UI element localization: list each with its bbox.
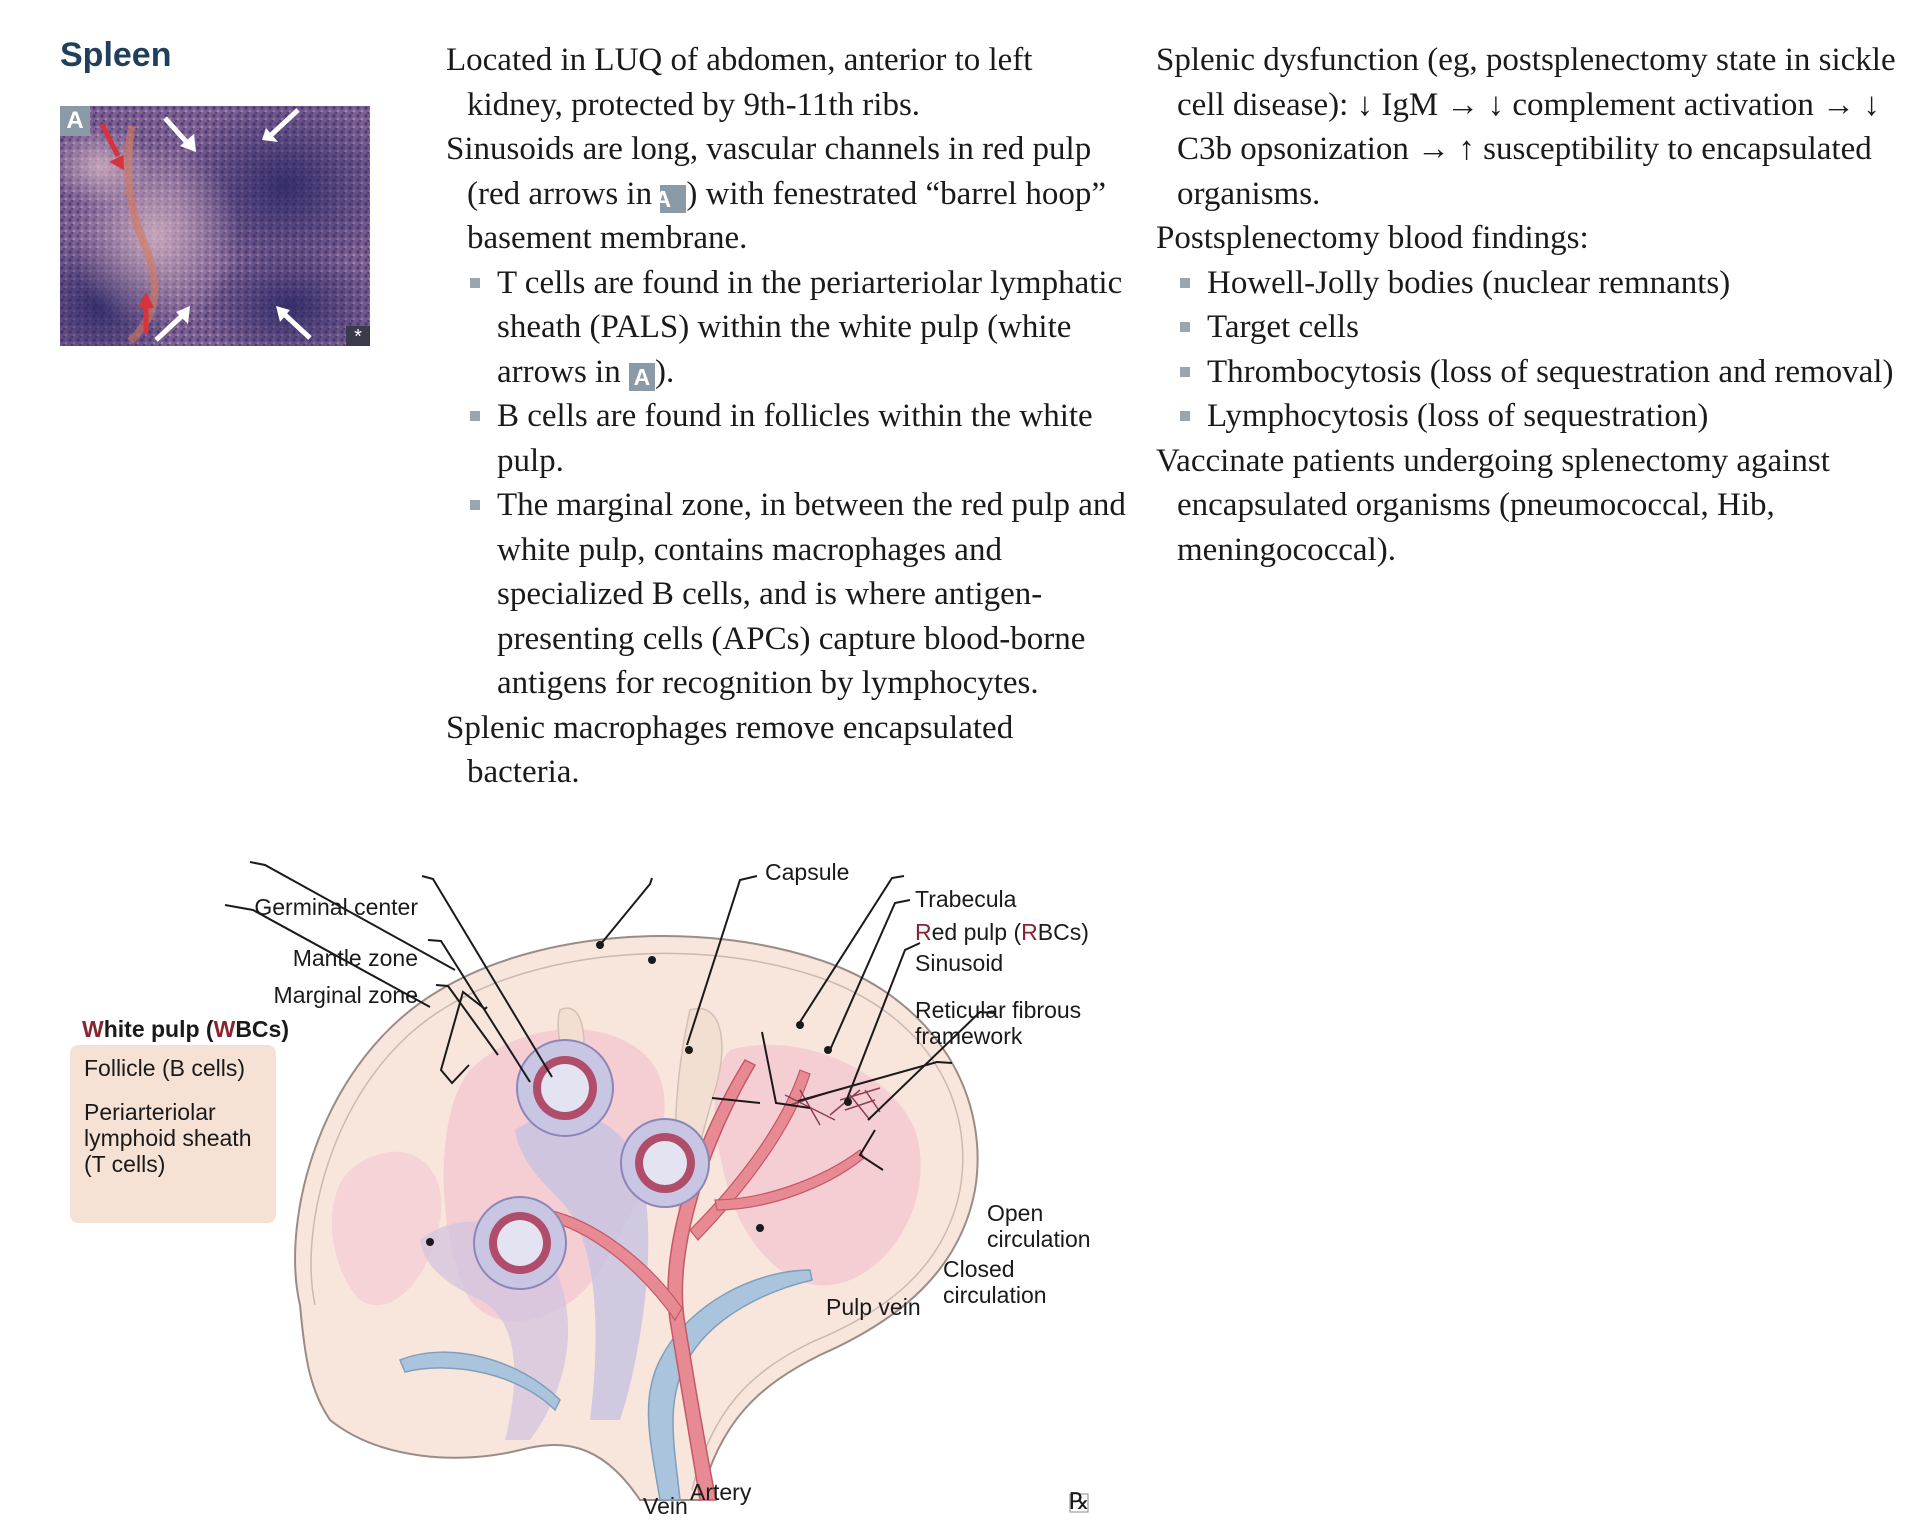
bullet-square-icon	[470, 411, 480, 421]
germinal-center-label: Germinal center	[254, 894, 418, 920]
sinusoid-label: Sinusoid	[915, 950, 1003, 976]
micrograph-image: *	[20, 96, 395, 376]
marginal-zone-text: The marginal zone, in between the red pu…	[497, 487, 1126, 701]
vein-label: Vein	[643, 1493, 688, 1519]
pulp-vein-label: Pulp vein	[826, 1294, 921, 1320]
t-cells-text-2: ).	[654, 353, 675, 390]
sinusoids-text-1: Sinusoids are long, vascular channels in…	[446, 131, 1092, 212]
bullet-square-icon	[470, 277, 480, 288]
bullet-square-icon	[1180, 322, 1190, 332]
micrograph-legend-mark: *	[354, 326, 362, 346]
white-pulp-heading: White pulp (WBCs)	[82, 1016, 289, 1042]
mantle-zone-label: Mantle zone	[293, 945, 418, 971]
vein-vessel	[647, 1269, 813, 1501]
spleen-anatomy-diagram: Capsule Germinal center Mantle zone Marg…	[0, 800, 1150, 1524]
vaccinate-paragraph: Vaccinate patients undergoing splenectom…	[1156, 442, 1830, 568]
capsule-label: Capsule	[765, 859, 849, 885]
bullet-square-icon	[470, 500, 480, 510]
figure-ref-badge: A	[655, 184, 687, 213]
b-cells-text: B cells are found in follicles within th…	[497, 398, 1093, 479]
bullet-howell-jolly: Howell-Jolly bodies (nuclear remnants)	[1156, 261, 1896, 306]
blood-findings-heading: Postsplenectomy blood findings:	[1156, 220, 1589, 256]
open-circulation-label-line2: circulation	[987, 1226, 1091, 1252]
rx-mark-icon: ℞	[1069, 1488, 1090, 1514]
trabecula-label: Trabecula	[915, 886, 1017, 912]
bullet-marginal-zone: The marginal zone, in between the red pu…	[446, 483, 1126, 706]
reticular-label-line1: Reticular fibrous	[915, 997, 1081, 1023]
right-column: Splenic dysfunction (eg, postsplenectomy…	[1156, 38, 1896, 572]
sinusoids-text-2: ) with fenestrated “barrel hoop” basemen…	[467, 175, 1106, 257]
bullet-target-cells: Target cells	[1156, 305, 1896, 350]
closed-circulation-label-line2: circulation	[943, 1282, 1047, 1308]
artery-label: Artery	[690, 1479, 752, 1505]
spleen-diagram-svg: Capsule Germinal center Mantle zone Marg…	[70, 859, 1091, 1519]
bullet-text: Target cells	[1207, 309, 1359, 345]
figure-badge: A	[60, 106, 90, 136]
reticular-label-line2: framework	[915, 1023, 1023, 1049]
bullet-b-cells: B cells are found in follicles within th…	[446, 394, 1126, 483]
pals-label-line1: Periarteriolar	[84, 1099, 216, 1125]
pals-label-line2: lymphoid sheath	[84, 1125, 252, 1151]
bullet-text: Howell-Jolly bodies (nuclear remnants)	[1207, 264, 1731, 301]
open-circulation-label-line1: Open	[987, 1200, 1043, 1226]
follicle-lower	[473, 1196, 567, 1290]
marginal-zone-label: Marginal zone	[274, 982, 418, 1008]
middle-column: Located in LUQ of abdomen, anterior to l…	[446, 38, 1126, 795]
closed-circulation-label-line1: Closed	[943, 1256, 1015, 1282]
bullet-text: Thrombocytosis (loss of sequestration an…	[1207, 353, 1894, 390]
follicle-label: Follicle (B cells)	[84, 1055, 245, 1081]
bullet-lymphocytosis: Lymphocytosis (loss of sequestration)	[1156, 394, 1896, 439]
sinusoids-paragraph: Sinusoids are long, vascular channels in…	[446, 127, 1126, 261]
dysfunction-paragraph: Splenic dysfunction (eg, postsplenectomy…	[1156, 42, 1896, 212]
pals-label-line3: (T cells)	[84, 1151, 165, 1177]
bullet-square-icon	[1180, 411, 1190, 421]
red-pulp-label: Red pulp (RBCs)	[915, 919, 1089, 945]
location-paragraph: Located in LUQ of abdomen, anterior to l…	[446, 42, 1033, 123]
figure-ref-badge: A	[628, 362, 655, 391]
histology-micrograph: * A	[20, 96, 395, 376]
section-title: Spleen	[60, 36, 172, 74]
t-cells-text-1: T cells are found in the periarteriolar …	[497, 264, 1123, 390]
follicle-middle	[620, 1118, 710, 1208]
white-pulp-legend-box	[70, 1045, 276, 1223]
bullet-t-cells: T cells are found in the periarteriolar …	[446, 261, 1126, 395]
bullet-square-icon	[1180, 277, 1190, 288]
bullet-text: Lymphocytosis (loss of sequestration)	[1207, 398, 1709, 434]
follicle-top	[516, 1039, 614, 1137]
bullet-square-icon	[1180, 366, 1190, 377]
bullet-thrombocytosis: Thrombocytosis (loss of sequestration an…	[1156, 350, 1896, 395]
macrophages-paragraph: Splenic macrophages remove encapsulated …	[446, 709, 1014, 791]
artery-vessel	[667, 1059, 757, 1501]
